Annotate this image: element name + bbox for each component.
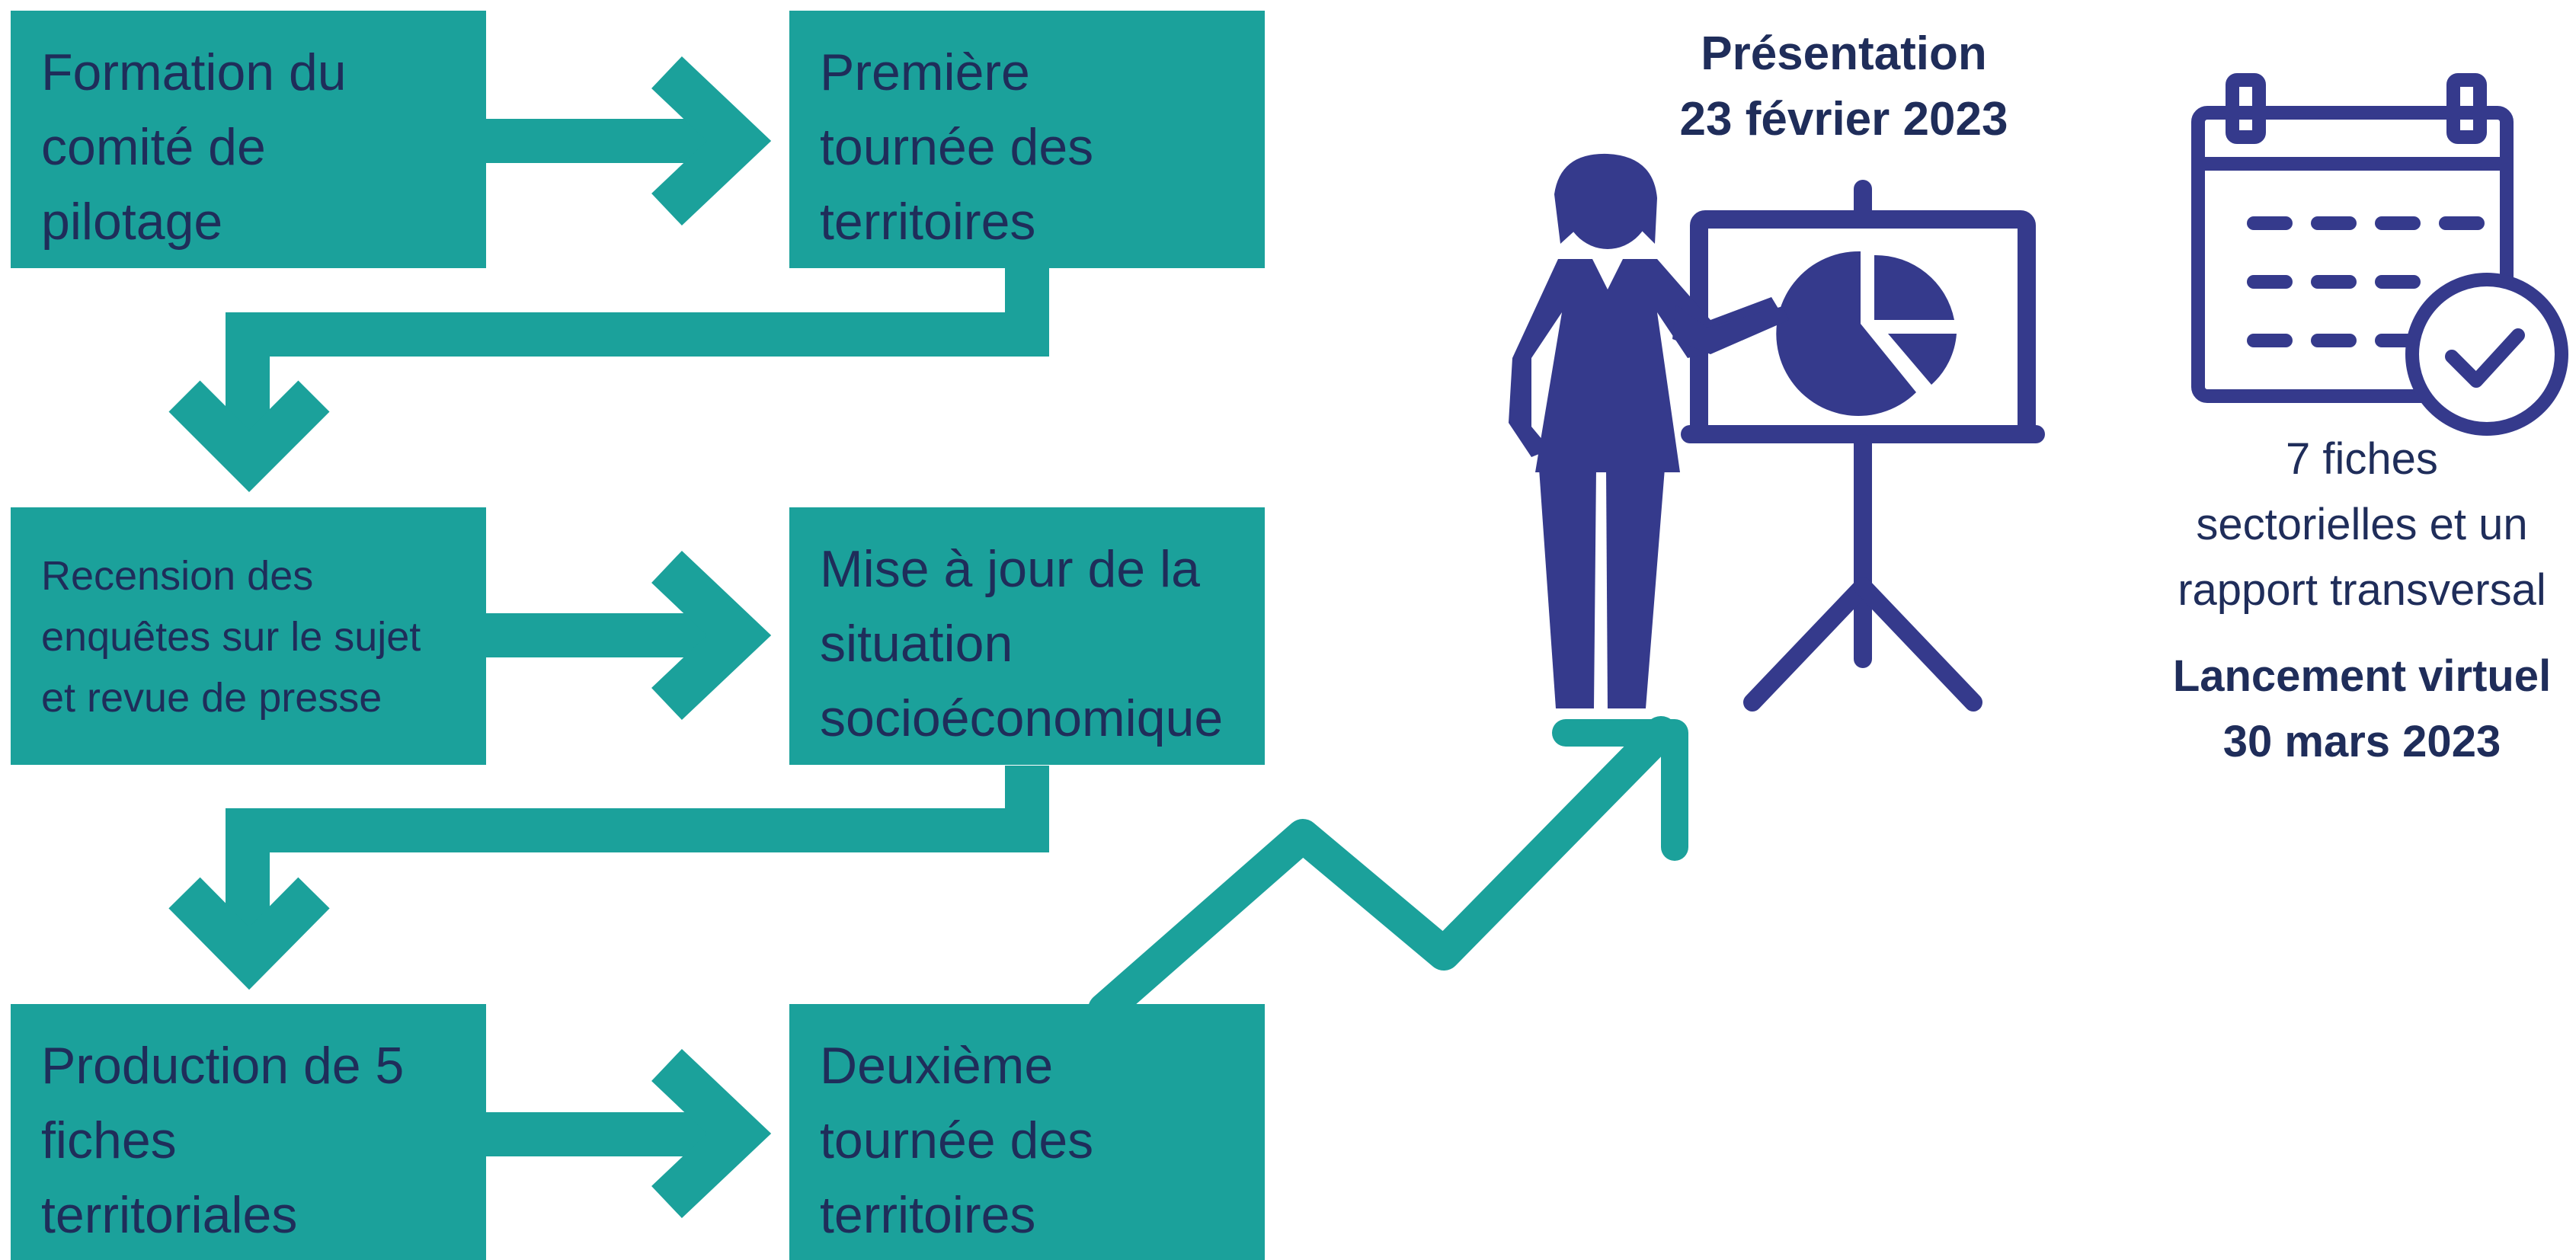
rising-trend-arrow: [1088, 716, 1688, 1026]
flow-step-premiere-tournee: Première tournée des territoires: [789, 11, 1265, 268]
arrow-step4-to-step5: [168, 766, 1049, 990]
launch-description-line: 7 fiches: [2286, 434, 2438, 484]
presentation-date: 23 février 2023: [1679, 93, 2008, 146]
flow-step-formation-comite: Formation du comité de pilotage: [11, 11, 486, 268]
step-label-line: Production de 5: [41, 1037, 405, 1095]
step-label-line: enquêtes sur le sujet: [41, 614, 421, 660]
step-label-line: socioéconomique: [820, 689, 1224, 747]
step-label-line: et revue de presse: [41, 675, 382, 721]
flow-step-mise-a-jour: Mise à jour de la situation socioéconomi…: [789, 507, 1265, 765]
step-label-line: pilotage: [41, 193, 223, 251]
step-label-line: Formation du: [41, 43, 347, 101]
step-label-line: comité de: [41, 118, 266, 176]
launch-heading: Lancement virtuel 30 mars 2023: [2126, 644, 2576, 775]
step-label-line: fiches: [41, 1111, 177, 1169]
arrow-step3-to-step4: [486, 550, 772, 721]
step-label-line: Deuxième: [820, 1037, 1054, 1095]
arrow-step2-to-step3: [168, 268, 1049, 493]
presentation-heading: Présentation 23 février 2023: [1600, 21, 2088, 152]
step-label-line: situation: [820, 615, 1013, 673]
arrow-step5-to-step6: [486, 1048, 772, 1219]
step-label-line: territoires: [820, 193, 1036, 251]
step-label-line: Mise à jour de la: [820, 540, 1200, 598]
launch-description-line: rapport transversal: [2178, 565, 2546, 615]
flow-step-deuxieme-tournee: Deuxième tournée des territoires: [789, 1004, 1265, 1260]
presentation-title: Présentation: [1701, 27, 1987, 80]
flow-step-recension-enquetes: Recension des enquêtes sur le sujet et r…: [11, 507, 486, 765]
step-label-line: Première: [820, 43, 1030, 101]
launch-description: 7 fiches sectorielles et un rapport tran…: [2126, 427, 2576, 623]
launch-description-line: sectorielles et un: [2196, 500, 2528, 549]
launch-date: 30 mars 2023: [2222, 717, 2501, 766]
step-label-line: tournée des: [820, 118, 1094, 176]
step-label-line: territoriales: [41, 1186, 298, 1244]
step-label-line: Recension des: [41, 553, 314, 599]
step-label-line: territoires: [820, 1186, 1036, 1244]
launch-title: Lancement virtuel: [2172, 651, 2552, 701]
flow-step-production-fiches: Production de 5 fiches territoriales: [11, 1004, 486, 1260]
arrow-step1-to-step2: [486, 56, 772, 226]
step-label-line: tournée des: [820, 1111, 1094, 1169]
